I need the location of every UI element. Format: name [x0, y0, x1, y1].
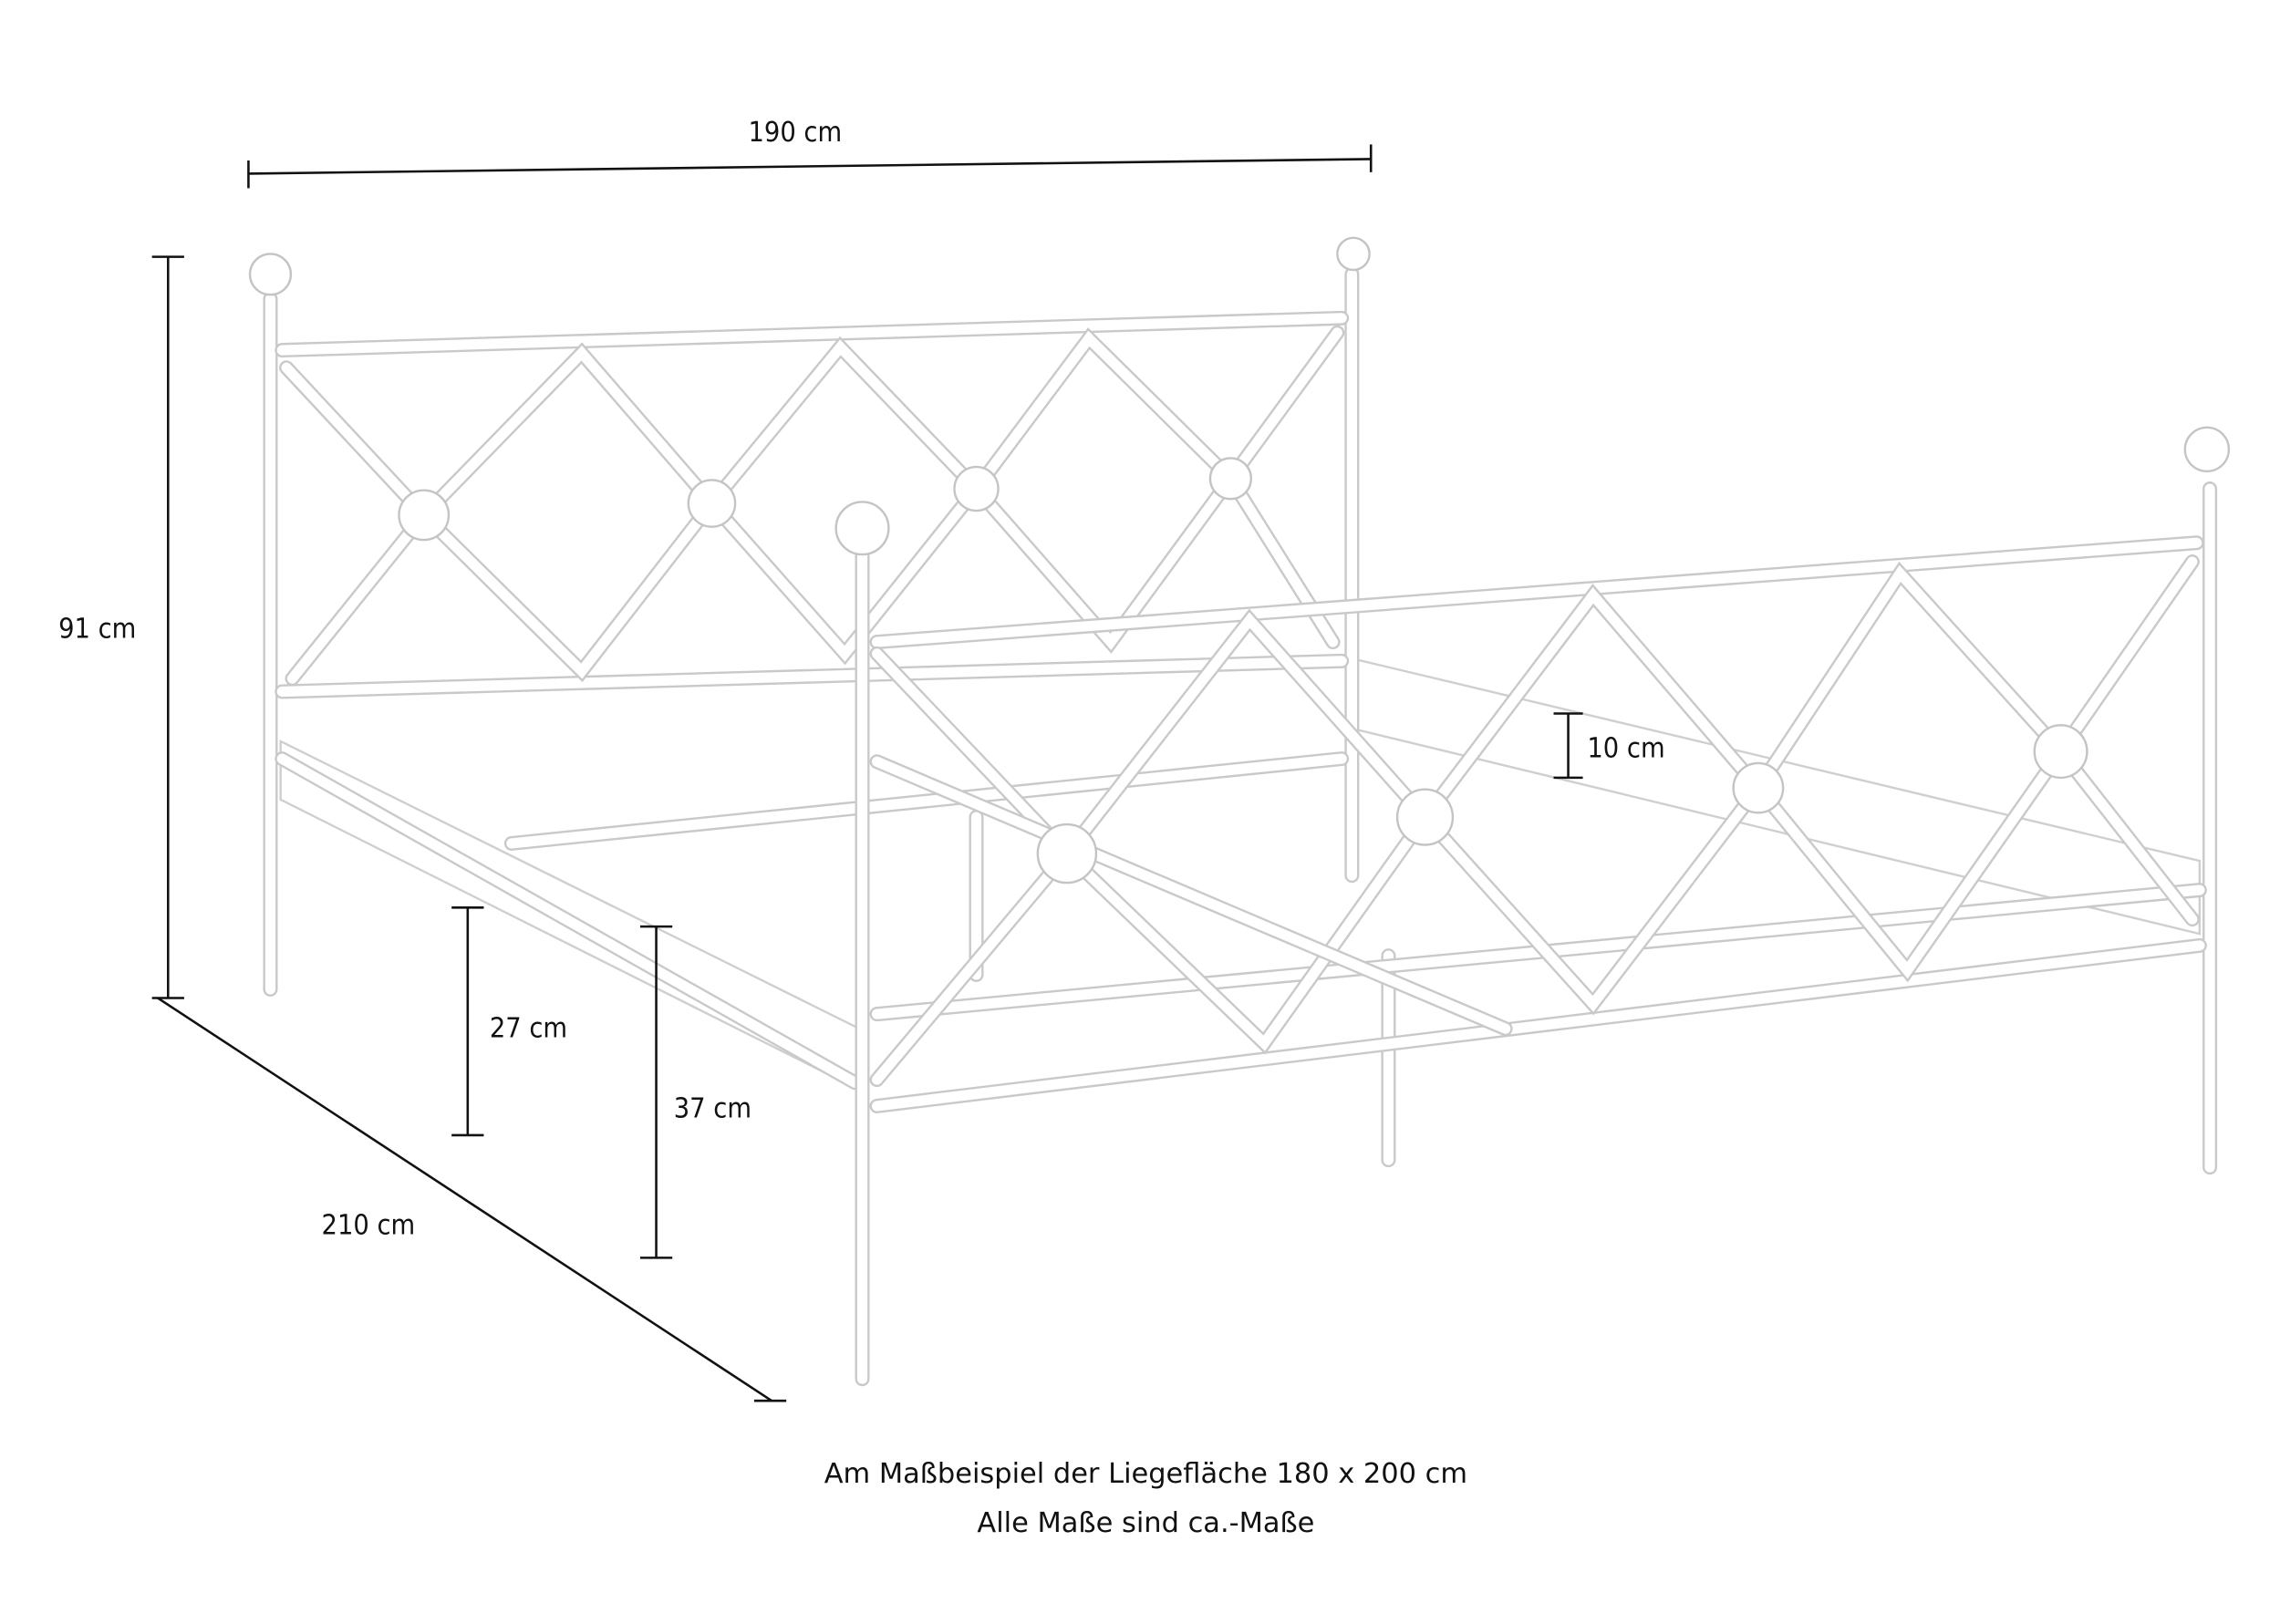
footboard-lattice	[2056, 746, 2198, 925]
dimension-length: 210 cm	[157, 997, 787, 1402]
decorative-knobs	[248, 236, 2231, 884]
headboard-lattice	[969, 327, 1240, 654]
headboard-lattice	[1225, 327, 1342, 484]
knob-ornament	[1036, 822, 1098, 884]
knob-ornament	[834, 501, 890, 556]
caption-line-1: Am Maßbeispiel der Liegefläche 180 x 200…	[824, 1458, 1467, 1490]
dimension-frame-height: 27 cm	[451, 906, 567, 1137]
height-label: 91 cm	[58, 613, 136, 645]
knob-ornament	[1395, 788, 1455, 846]
footboard-lattice	[2056, 556, 2198, 757]
headboard-top-rail	[276, 313, 1347, 356]
footboard-top-rail	[871, 537, 2202, 647]
frame-height-label: 27 cm	[490, 1013, 567, 1045]
knob-ornament	[1732, 761, 1785, 814]
headboard-lattice	[970, 330, 1238, 651]
knob-ornament	[2183, 426, 2231, 473]
left-rail-tube	[276, 753, 861, 1088]
rail-depth-label: 10 cm	[1587, 733, 1664, 765]
footboard	[855, 481, 2218, 1387]
headboard-bottom-rail	[276, 656, 1347, 698]
knob-ornament	[1208, 457, 1252, 501]
length-label: 210 cm	[322, 1210, 416, 1242]
headboard-lattice	[704, 336, 987, 666]
headboard	[263, 266, 1360, 1091]
knob-ornament	[398, 489, 451, 542]
headboard-lattice	[416, 342, 721, 683]
knob-ornament	[248, 253, 293, 296]
footboard-bottom-rail	[871, 940, 2205, 1112]
cross-slat	[506, 753, 1347, 849]
right-rail-tube	[871, 756, 1511, 1034]
caption-line-2: Alle Maße sind ca.-Maße	[977, 1507, 1314, 1539]
dimension-rail-depth: 10 cm	[1553, 712, 1665, 780]
knob-ornament	[687, 479, 737, 528]
side-rail-height-label: 37 cm	[674, 1093, 751, 1125]
knob-ornament	[1336, 236, 1371, 272]
knob-ornament	[2033, 724, 2088, 780]
dimension-side-rail-height: 37 cm	[639, 925, 751, 1259]
headboard-lattice	[419, 345, 719, 679]
dimension-height: 91 cm	[58, 255, 184, 999]
dimension-width: 190 cm	[247, 117, 1373, 189]
headboard-lattice	[706, 339, 983, 662]
width-label: 190 cm	[749, 117, 843, 149]
knob-ornament	[953, 465, 1000, 512]
